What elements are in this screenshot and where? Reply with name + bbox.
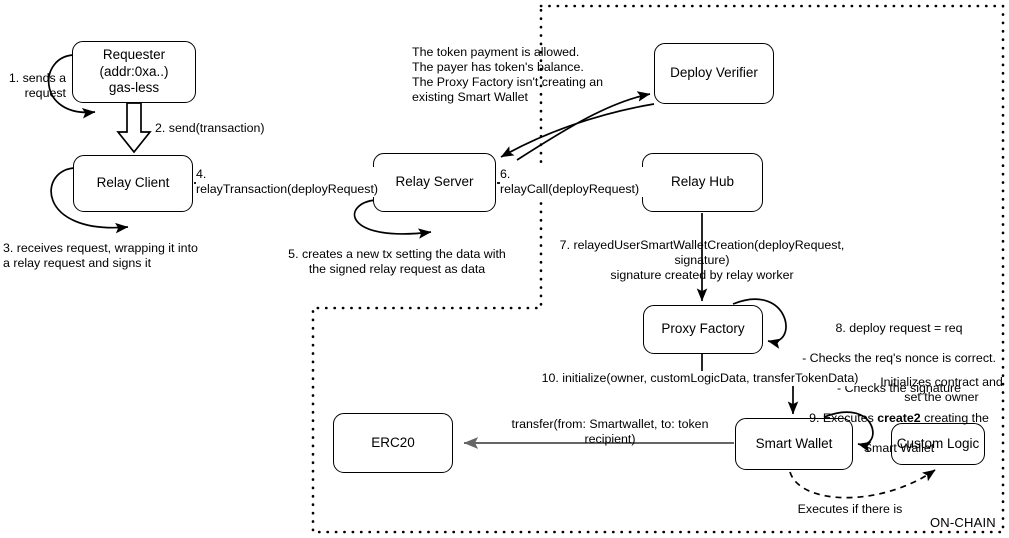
label-step4: 4. relayTransaction(deployRequest): [196, 167, 379, 197]
label-executes-if-there-is: Executes if there is: [797, 502, 903, 516]
label-custom-logic-note: Initializes contract and set the owner: [880, 375, 1003, 404]
node-deploy-verifier[interactable]: Deploy Verifier: [654, 43, 774, 104]
label-step5: 5. creates a new tx setting the data wit…: [288, 247, 506, 276]
label-step9-create2: create2: [877, 411, 921, 425]
label-verifier-conditions: The token payment is allowed. The payer …: [412, 45, 604, 104]
label-transfer: transfer(from: Smartwallet, to: token re…: [511, 417, 709, 446]
label-step7: 7. relayedUserSmartWalletCreation(deploy…: [559, 238, 845, 282]
label-step9-line5: Smart Wallet: [863, 441, 935, 455]
label-step9-post: creating the: [920, 411, 989, 425]
node-relay-hub[interactable]: Relay Hub: [642, 153, 763, 212]
node-proxy-factory[interactable]: Proxy Factory: [643, 305, 763, 354]
node-requester[interactable]: Requester (addr:0xa..) gas-less: [72, 41, 196, 103]
label-step1: 1. sends a request: [8, 71, 66, 100]
label-step3: 3. receives request, wrapping it into a …: [3, 241, 198, 270]
node-erc20[interactable]: ERC20: [333, 413, 453, 473]
edge-executes-if-there-is: [789, 469, 936, 499]
edge-verifier-response: [500, 103, 655, 158]
label-on-chain: ON-CHAIN: [930, 515, 996, 530]
node-relay-client[interactable]: Relay Client: [73, 155, 193, 212]
label-step8-line2: - Checks the req's nonce is correct.: [802, 351, 996, 365]
label-step9-pre: 9. Executes: [809, 411, 878, 425]
edge-step2-block-arrow: [116, 102, 152, 154]
label-step2: 2. send(transaction): [155, 121, 265, 135]
label-step8-line1: 8. deploy request = req: [835, 321, 963, 335]
label-step10: 10. initialize(owner, customLogicData, t…: [530, 371, 870, 386]
label-step6: 6. relayCall(deployRequest): [500, 167, 645, 197]
node-relay-server[interactable]: Relay Server: [373, 153, 496, 212]
